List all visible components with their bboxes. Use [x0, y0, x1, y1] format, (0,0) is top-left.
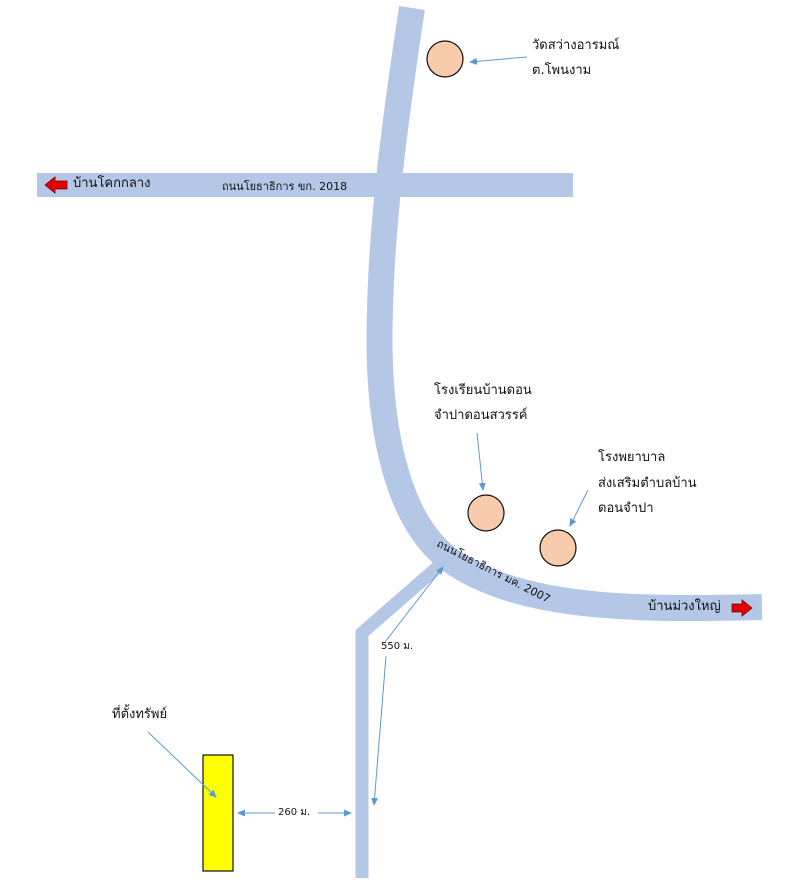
hospital-label-line1: โรงพยาบาล — [598, 450, 666, 465]
distance-550-label: 550 ม. — [381, 641, 414, 652]
hospital-marker — [539, 529, 577, 567]
school-marker — [467, 494, 505, 532]
school-label-line1: โรงเรียนบ้านดอน — [434, 383, 532, 398]
temple-marker — [426, 40, 464, 78]
road-branch — [355, 553, 453, 878]
temple-pointer-line — [469, 56, 528, 65]
road-main-curve — [366, 6, 763, 622]
east-direction-arrow-icon — [731, 599, 753, 617]
west-direction-arrow-icon — [44, 176, 68, 194]
road-label-kk2018: ถนนโยธาธิการ ขก. 2018 — [222, 179, 347, 193]
hospital-label-line2: ส่งเสริมตำบลบ้าน — [598, 476, 697, 491]
property-label: ที่ตั้งทรัพย์ — [112, 707, 168, 722]
distance-550-line-lower — [371, 655, 387, 806]
temple-label-line1: วัดสว่างอารมณ์ — [532, 38, 620, 53]
distance-260-label: 260 ม. — [278, 807, 311, 818]
temple-label-line2: ต.โพนงาม — [532, 63, 592, 78]
west-direction-label: บ้านโคกกลาง — [73, 176, 151, 191]
distance-550-line — [384, 566, 444, 643]
property-pointer-line — [147, 731, 217, 798]
hospital-label-line3: ดอนจำปา — [598, 501, 654, 516]
school-pointer-line — [476, 432, 486, 491]
school-label-line2: จำปาดอนสวรรค์ — [434, 408, 528, 423]
east-direction-label: บ้านม่วงใหญ่ — [648, 599, 721, 614]
hospital-pointer-line — [569, 489, 589, 527]
road-kk2018 — [37, 173, 573, 197]
property-marker — [202, 754, 234, 872]
